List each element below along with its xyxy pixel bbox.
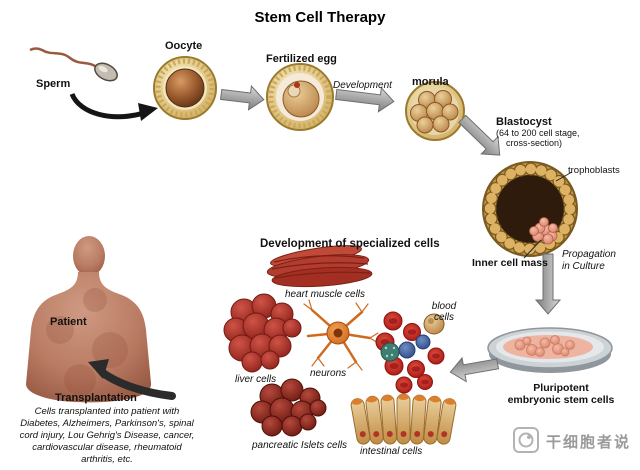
heart-muscle-cells-illustration [266,245,373,288]
development-label: Development [333,80,392,91]
sperm-illustration [29,47,118,82]
liver-cells-label: liver cells [235,374,277,385]
arrow-dish-to-cells [449,356,500,383]
morula-illustration [405,81,465,141]
trophoblasts-label: trophoblasts [568,165,620,176]
specialized-cells-heading: Development of specialized cells [260,238,440,250]
blastocyst-illustration [482,161,578,259]
blood-cells-illustration [375,311,445,394]
transplantation-label: Transplantation [55,392,137,404]
blastocyst-label: Blastocyst (64 to 200 cell stage, cross-… [496,116,580,148]
propagation-line1: Propagation [562,249,616,260]
heart-muscle-cells-label: heart muscle cells [285,289,366,300]
arrow-sperm-to-oocyte [69,92,158,121]
patient-label: Patient [50,316,87,328]
blood-cells-label: blood cells [421,301,467,323]
oocyte-label: Oocyte [165,40,203,52]
intestinal-cells-label: intestinal cells [360,446,423,457]
fertilized-egg-label: Fertilized egg [266,53,337,65]
arrow-oocyte-to-egg [219,84,265,111]
page-title: Stem Cell Therapy [254,9,386,26]
morula-label: morula [412,76,449,88]
petri-dish-illustration [487,327,613,373]
pancreatic-islets-label: pancreatic Islets cells [252,440,348,451]
liver-cells-illustration [223,293,302,373]
transplantation-description: Cells transplanted into patient with Dia… [19,406,195,465]
arrow-transplantation-to-patient [88,359,176,400]
blastocyst-title: Blastocyst [496,116,552,128]
watermark-text: 干细胞者说 [546,434,632,451]
blood-line2: cells [433,312,454,323]
propagation-line2: in Culture [562,261,605,272]
neurons-label: neurons [310,368,347,379]
pluripotent-line1: Pluripotent [533,382,589,394]
neuron-illustration [303,299,379,371]
arrow-propagation [534,253,562,315]
intestinal-cells-illustration [350,393,457,445]
propagation-label: Propagation in Culture [562,249,616,273]
oocyte-illustration [153,56,217,120]
blastocyst-sub1: (64 to 200 cell stage, [496,128,580,138]
pluripotent-label: Pluripotent embryonic stem cells [490,382,632,406]
blood-line1: blood [431,301,457,312]
sperm-label: Sperm [36,78,71,90]
inner-cell-mass-label: Inner cell mass [472,257,548,269]
arrow-morula-to-blastocyst [458,114,501,156]
arrow-development [335,86,395,113]
watermark-icon [513,427,539,453]
patient-illustration [26,236,152,403]
pancreatic-islets-illustration [250,378,327,437]
pluripotent-line2: embryonic stem cells [507,394,615,406]
fertilized-egg-illustration [266,63,334,131]
blastocyst-sub2: cross-section) [506,138,563,148]
